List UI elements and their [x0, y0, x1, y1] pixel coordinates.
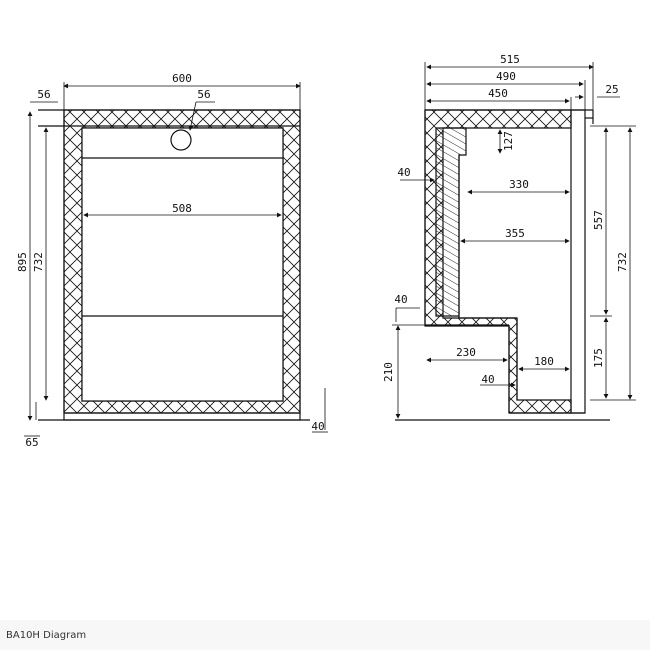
dim-side-shelf-upper: 330: [509, 178, 529, 191]
dim-side-lower-shelf: 180: [534, 355, 554, 368]
dim-side-step-wall: 40: [394, 293, 407, 306]
technical-drawing: 600 56 56 508 895 732 65 40: [16, 53, 636, 449]
dim-side-inner-depth: 450: [488, 87, 508, 100]
side-view: [395, 109, 610, 421]
side-dimensions: [392, 62, 636, 419]
dim-side-door-thickness: 25: [605, 83, 618, 96]
diagram-caption: BA10H Diagram: [6, 630, 87, 641]
side-back-wall: [435, 127, 467, 317]
dim-side-top-offset: 127: [502, 131, 515, 151]
dim-front-overall-height: 895: [16, 252, 29, 272]
dim-side-door-upper: 557: [592, 210, 605, 230]
side-labels: 515 490 450 25 40 127 330 355 557 732 40…: [382, 53, 629, 386]
front-view: [38, 109, 310, 421]
front-inner-compartment: [81, 127, 284, 402]
caption-bar: BA10H Diagram: [0, 620, 650, 650]
dim-front-shelf-width: 508: [172, 202, 192, 215]
dim-side-step-depth: 230: [456, 346, 476, 359]
dim-side-body-depth: 490: [496, 70, 516, 83]
dim-front-cabinet-height: 732: [32, 252, 45, 272]
dim-front-overall-width: 600: [172, 72, 192, 85]
dim-side-step-height: 210: [382, 362, 395, 382]
dim-front-top-lip: 56: [37, 88, 50, 101]
dim-side-door-lower: 175: [592, 348, 605, 368]
dim-front-knob-offset: 56: [197, 88, 210, 101]
front-labels: 600 56 56 508 895 732 65 40: [16, 72, 325, 449]
dim-front-plinth-height: 65: [25, 436, 38, 449]
front-knob: [170, 129, 192, 151]
dim-side-back-wall: 40: [397, 166, 410, 179]
drawing-canvas: 600 56 56 508 895 732 65 40: [16, 53, 636, 449]
front-dimensions: [24, 82, 328, 437]
dim-side-total-height: 732: [616, 252, 629, 272]
dim-side-lower-wall: 40: [481, 373, 494, 386]
side-door: [570, 109, 586, 414]
dim-side-overall-depth: 515: [500, 53, 520, 66]
dim-side-shelf-lower: 355: [505, 227, 525, 240]
dim-front-base-thickness: 40: [311, 420, 324, 433]
